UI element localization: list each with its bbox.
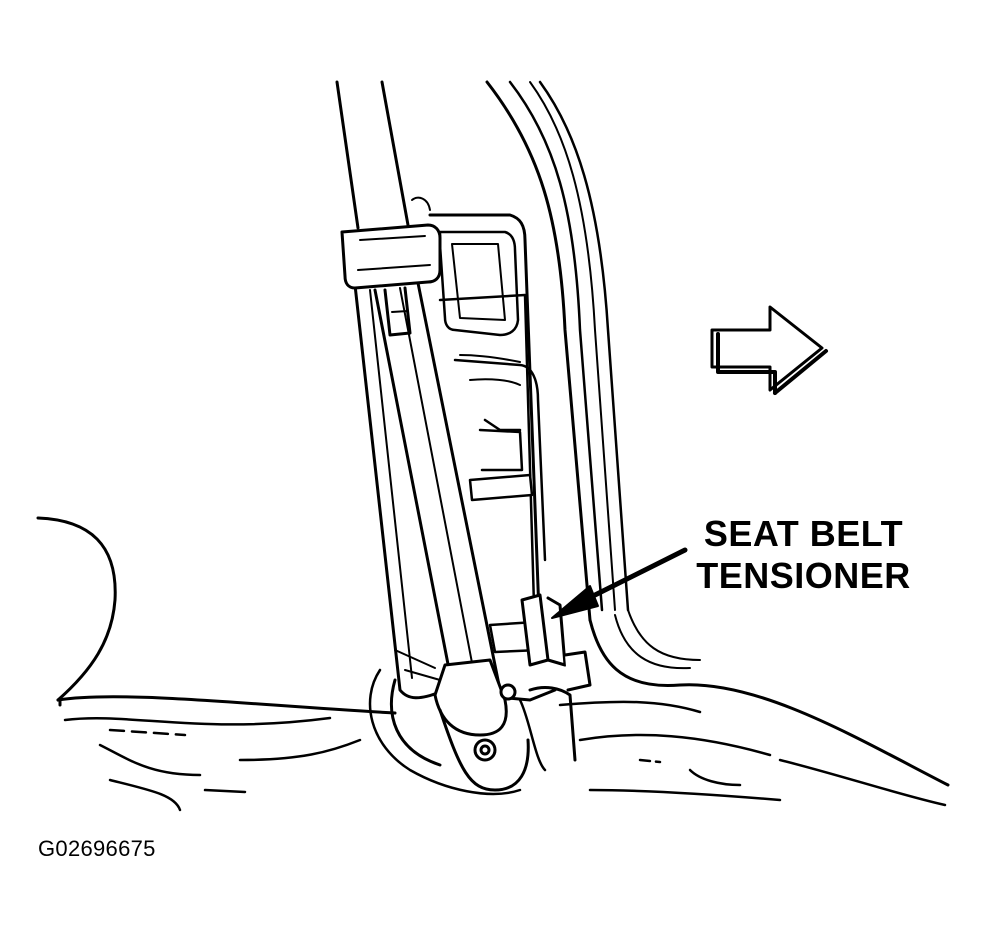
callout-label-line1: SEAT BELT [703, 513, 904, 554]
upper-belt-webbing [337, 82, 408, 228]
floor-contours [65, 702, 945, 810]
door-frame [487, 82, 948, 785]
belt-guide [342, 225, 440, 335]
pillar-base [370, 670, 520, 794]
tensioner-rod [435, 295, 540, 790]
pillar-trim-panel [355, 198, 555, 700]
leader-arrow-icon [552, 550, 685, 618]
seat-outline [38, 518, 395, 713]
figure-id: G02696675 [38, 836, 156, 861]
lower-belt-webbing [375, 283, 500, 700]
right-arrow-icon [712, 307, 826, 393]
callout-label-line2: TENSIONER [696, 555, 911, 596]
tensioner-unit [520, 595, 590, 770]
